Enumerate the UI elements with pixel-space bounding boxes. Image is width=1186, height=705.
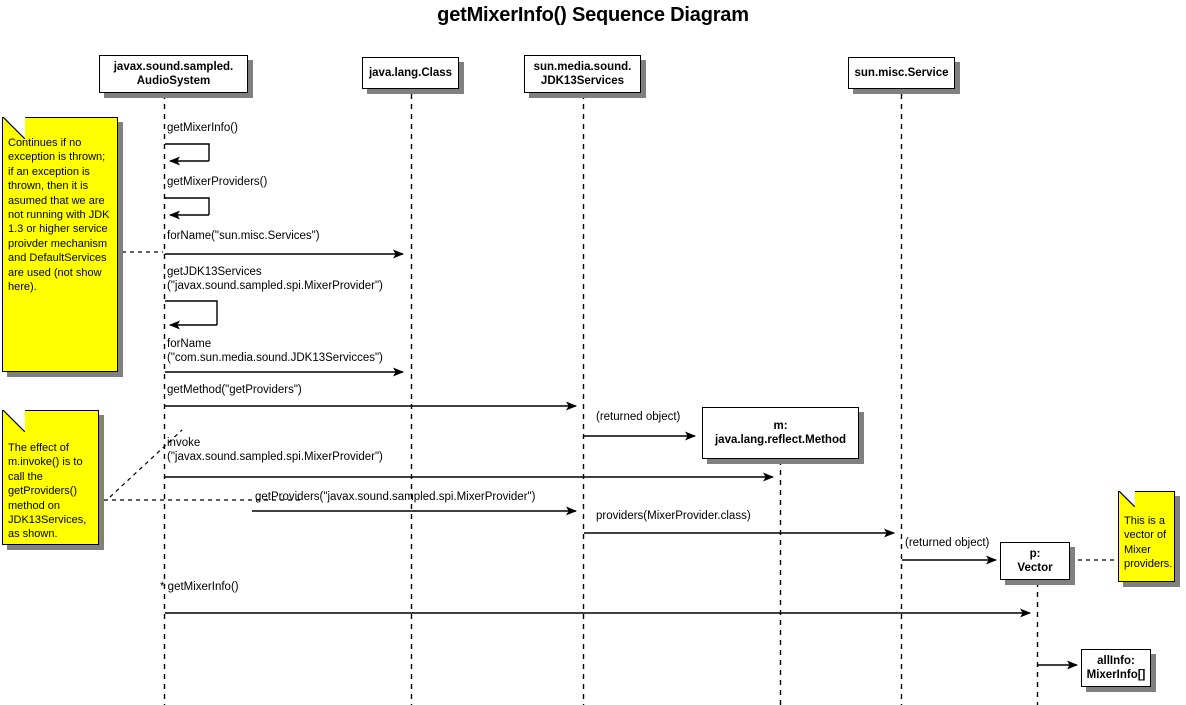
self-call-getmixerinfo	[165, 143, 210, 166]
note-fold-icon	[3, 117, 25, 139]
note-invoke-text: The effect of m.invoke() is to call the …	[8, 442, 87, 541]
lifeline-sunmiscservice[interactable]: sun.misc.Service	[848, 57, 955, 89]
message-getproviders: getProviders("javax.sound.sampled.spi.Mi…	[255, 491, 536, 503]
lifeline-sunmiscservice-line1: sun.misc.Service	[854, 67, 949, 79]
message-getjdk13services: getJDK13Services ("javax.sound.sampled.s…	[167, 265, 383, 293]
note-fold-icon	[3, 410, 25, 432]
note-invoke: The effect of m.invoke() is to call the …	[2, 410, 99, 545]
self-call-getmixerproviders	[165, 197, 210, 220]
lifeline-audiosystem-line1: javax.sound.sampled.	[113, 61, 234, 73]
note-vector: This is a vector of Mixer providers.	[1118, 491, 1175, 582]
message-invoke-line2: ("javax.sound.sampled.spi.MixerProvider"…	[167, 451, 383, 463]
message-returned-object-1: (returned object)	[596, 411, 681, 423]
self-call-getjdk13services	[165, 300, 218, 330]
message-forname-jdk13-line1: forName	[167, 338, 212, 350]
message-forname-jdk13-line2: ("com.sun.media.sound.JDK13Servicces")	[167, 352, 383, 364]
lifeline-jdk13services-line2: JDK13Services	[540, 75, 625, 87]
message-invoke: invoke ("javax.sound.sampled.spi.MixerPr…	[167, 436, 383, 464]
object-allinfo-line1: allInfo:	[1097, 655, 1135, 667]
note-fold-icon	[1119, 491, 1135, 507]
message-getmethod: getMethod("getProviders")	[167, 384, 302, 396]
object-allinfo[interactable]: allInfo: MixerInfo[]	[1081, 649, 1151, 687]
message-invoke-line1: invoke	[167, 437, 201, 449]
message-getmixerproviders: getMixerProviders()	[167, 176, 268, 188]
object-method-line2: java.lang.reflect.Method	[714, 434, 846, 446]
lifeline-javalangclass-line1: java.lang.Class	[368, 67, 453, 79]
lifeline-audiosystem[interactable]: javax.sound.sampled. AudioSystem	[99, 55, 248, 93]
message-forname-jdk13: forName ("com.sun.media.sound.JDK13Servi…	[167, 337, 383, 365]
object-method-line1: m:	[773, 420, 788, 432]
lifeline-javalangclass[interactable]: java.lang.Class	[362, 57, 459, 89]
message-getmixerinfo: getMixerInfo()	[167, 122, 238, 134]
message-getjdk13services-line2: ("javax.sound.sampled.spi.MixerProvider"…	[167, 280, 383, 292]
note-vector-text: This is a vector of Mixer providers.	[1124, 515, 1173, 571]
lifeline-jdk13services-line1: sun.media.sound.	[533, 61, 632, 73]
object-vector-line1: p:	[1029, 548, 1041, 560]
object-vector-line2: Vector	[1017, 562, 1053, 574]
lifeline-jdk13services[interactable]: sun.media.sound. JDK13Services	[524, 55, 641, 93]
lifeline-audiosystem-line2: AudioSystem	[136, 75, 211, 87]
lifeline-dashes	[163, 94, 1039, 705]
message-providers-class: providers(MixerProvider.class)	[596, 510, 751, 522]
object-allinfo-line2: MixerInfo[]	[1086, 669, 1146, 681]
message-star-getmixerinfo: * getMixerInfo()	[160, 581, 239, 593]
note-connector-invoke	[104, 429, 300, 501]
message-getjdk13services-line1: getJDK13Services	[167, 266, 262, 278]
message-returned-object-2: (returned object)	[905, 537, 990, 549]
note-exception-text: Continues if no exception is thrown; if …	[8, 137, 110, 294]
object-method[interactable]: m: java.lang.reflect.Method	[702, 407, 859, 459]
message-forname-services: forName("sun.misc.Services")	[167, 230, 320, 242]
page-title: getMixerInfo() Sequence Diagram	[437, 4, 749, 26]
object-vector[interactable]: p: Vector	[1000, 542, 1070, 580]
note-exception: Continues if no exception is thrown; if …	[2, 117, 118, 372]
